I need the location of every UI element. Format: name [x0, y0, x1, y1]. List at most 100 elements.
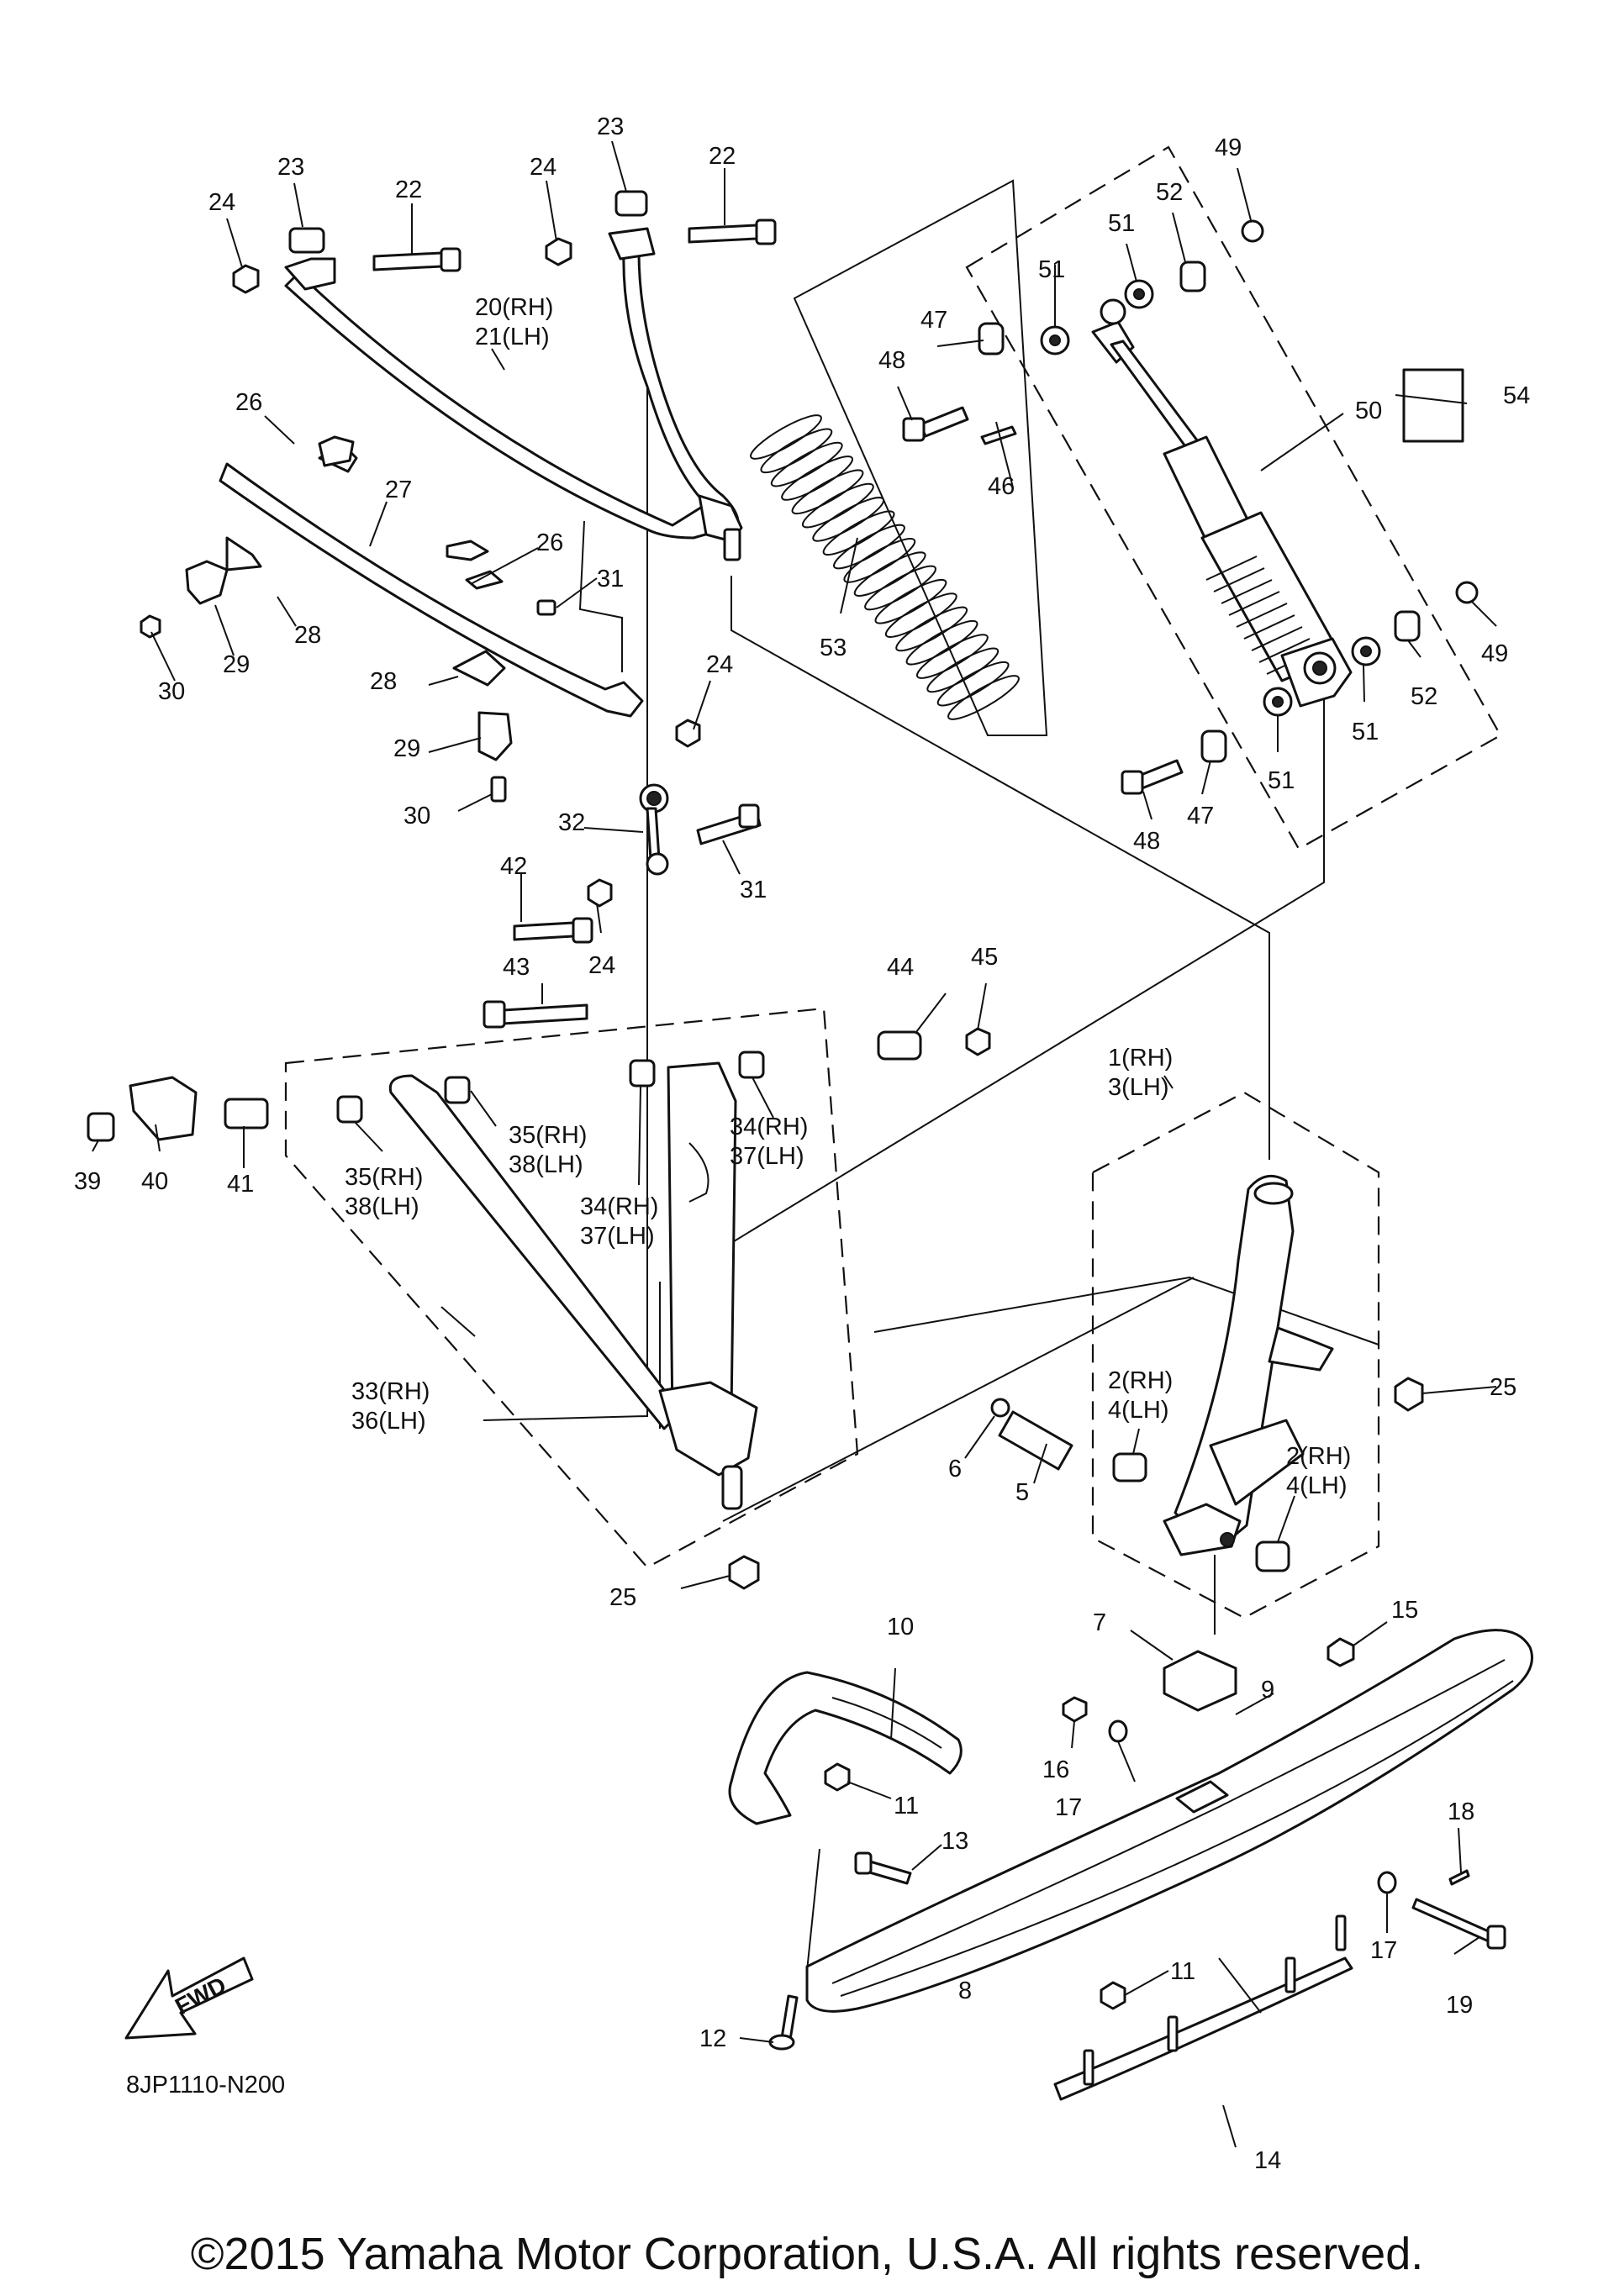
ski	[805, 1629, 1533, 2013]
group-outlines	[284, 145, 1502, 1619]
callout-label: 7	[1093, 1609, 1106, 1636]
callout-label: 1(RH)	[1108, 1045, 1173, 1072]
callout-label: 33(RH)	[351, 1378, 430, 1405]
callout-label: 51	[1352, 719, 1379, 745]
lower-arm-group-outline	[284, 1007, 859, 1569]
callout-label: 31	[740, 877, 767, 903]
callout-label: 34(RH)	[730, 1114, 808, 1140]
spindle-hardware	[728, 1377, 1424, 1712]
spring-coil-turn	[947, 675, 1020, 720]
callout-label: 4(LH)	[1286, 1472, 1348, 1499]
spring-coil-turn	[884, 592, 957, 638]
callout-label: 23	[277, 154, 304, 181]
coil-spring	[750, 414, 1020, 720]
shock-spring-band	[1251, 626, 1303, 651]
spring-coil-turn	[812, 497, 885, 542]
callout-label: 37(LH)	[730, 1143, 804, 1170]
stabilizer-bar	[140, 435, 701, 803]
callout-label: 19	[1446, 1992, 1473, 2019]
callout-label: 2(RH)	[1108, 1367, 1173, 1394]
callout-label: 35(RH)	[509, 1122, 587, 1149]
callout-label: 4(LH)	[1108, 1397, 1169, 1424]
spring-coil-turn	[915, 634, 989, 679]
callout-label: 28	[294, 622, 321, 649]
callout-label: 22	[709, 143, 736, 170]
shock-spring-band	[1213, 567, 1265, 592]
diagram-reference-code: 8JP1110-N200	[126, 2072, 285, 2099]
callout-label: 25	[1490, 1374, 1516, 1401]
spring-coil-turn	[936, 661, 1010, 707]
spring-coil-turn	[905, 619, 978, 666]
callout-label: 26	[536, 529, 563, 556]
callout-label: 16	[1042, 1756, 1069, 1783]
callout-label: 2(RH)	[1286, 1443, 1351, 1470]
callout-label: 17	[1370, 1937, 1397, 1964]
copyright-notice: ©2015 Yamaha Motor Corporation, U.S.A. A…	[191, 2229, 1424, 2279]
callout-label: 5	[1015, 1479, 1029, 1506]
spring-coil-turn	[750, 414, 822, 460]
upper-arm-hardware	[232, 190, 777, 294]
link-rod	[587, 783, 762, 908]
shock-absorber-group-outline	[965, 145, 1502, 850]
callout-label: 24	[530, 154, 556, 181]
callout-label: 47	[1187, 803, 1214, 829]
callout-label: 35(RH)	[345, 1164, 423, 1191]
callout-label: 12	[699, 2025, 726, 2052]
callout-label: 18	[1448, 1798, 1474, 1825]
callout-label: 28	[370, 668, 397, 695]
callout-label: 13	[942, 1828, 968, 1855]
callout-label: 39	[74, 1168, 101, 1195]
callout-label: 38(LH)	[345, 1193, 419, 1220]
callout-label: 51	[1108, 210, 1135, 237]
spring-coil-turn	[874, 578, 947, 624]
shock-spring-band	[1258, 638, 1311, 663]
ski-hardware	[768, 1637, 1506, 2051]
spring-coil-turn	[853, 551, 926, 597]
callout-label: 26	[235, 389, 262, 416]
callout-label: 44	[887, 954, 914, 981]
callout-label: 9	[1261, 1677, 1274, 1704]
callout-label: 37(LH)	[580, 1223, 655, 1250]
callout-label: 30	[404, 803, 430, 829]
callout-label: 50	[1355, 398, 1382, 424]
callout-label: 54	[1503, 382, 1530, 409]
fwd-label: FWD	[171, 1972, 230, 2020]
callout-label: 23	[597, 113, 624, 140]
callout-label: 8	[958, 1977, 972, 2004]
lower-a-arm	[388, 1061, 758, 1510]
callout-label: 42	[500, 853, 527, 880]
callout-label: 53	[820, 635, 847, 661]
lower-arm-hardware	[87, 917, 991, 1142]
callout-label: 46	[988, 473, 1015, 500]
callout-label: 27	[385, 477, 412, 503]
spindle-group-outline	[1091, 1091, 1380, 1619]
callout-label: 6	[948, 1456, 962, 1482]
shock-spring-band	[1243, 614, 1295, 640]
spring-group-outline	[793, 179, 1048, 736]
spring-coil-turn	[822, 510, 895, 556]
upper-a-arm	[284, 227, 743, 561]
shock-spring-band	[1205, 556, 1258, 581]
callout-label: 48	[878, 347, 905, 374]
shock-absorber	[1091, 298, 1464, 708]
callout-label: 30	[158, 678, 185, 705]
spring-coil-turn	[791, 469, 864, 515]
leader-lines	[92, 140, 1497, 2148]
forward-arrow-icon: FWD	[124, 1956, 254, 2040]
spring-coil-turn	[833, 524, 905, 570]
spring-coil-turn	[843, 538, 916, 583]
shock-hardware	[902, 219, 1479, 795]
shock-spring-band	[1236, 603, 1288, 628]
callout-label: 14	[1254, 2147, 1281, 2174]
callout-label: 36(LH)	[351, 1408, 426, 1435]
callout-label: 52	[1411, 683, 1437, 710]
callout-label: 24	[706, 651, 733, 678]
shock-spring-band	[1228, 591, 1280, 616]
spindle	[1163, 1174, 1334, 1556]
callout-label: 17	[1055, 1794, 1082, 1821]
callout-label: 34(RH)	[580, 1193, 658, 1220]
spring-coil-turn	[770, 441, 843, 487]
callout-label: 52	[1156, 179, 1183, 206]
callout-label: 41	[227, 1171, 254, 1198]
